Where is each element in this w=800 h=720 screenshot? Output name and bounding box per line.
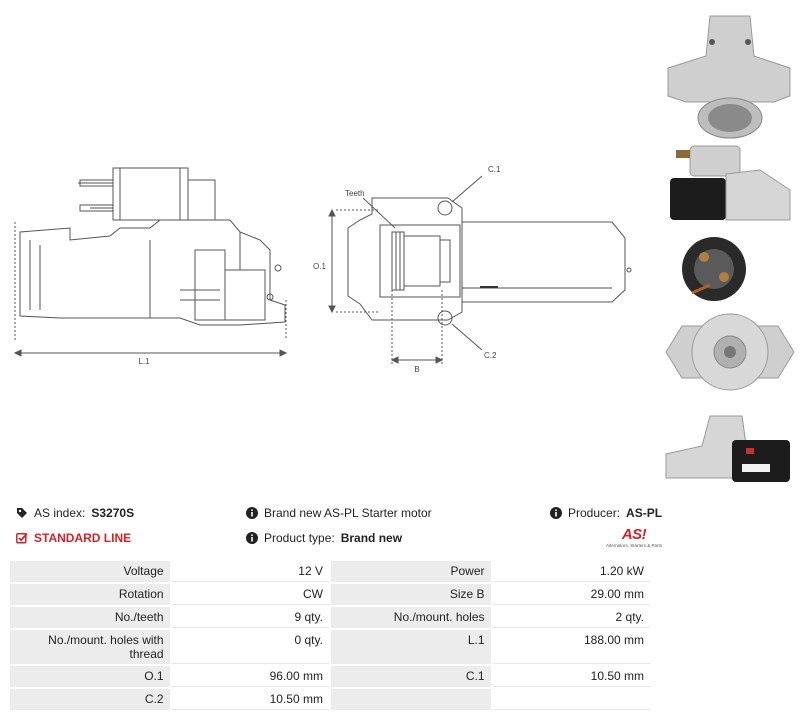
description-text: Brand new AS-PL Starter motor xyxy=(264,506,432,520)
spec-value xyxy=(492,689,650,710)
label-c1: C.1 xyxy=(488,165,501,174)
product-photo-rear[interactable] xyxy=(662,306,798,398)
product-photos xyxy=(660,0,800,495)
technical-drawing: L.1 xyxy=(13,165,632,374)
spec-value: 1.20 kW xyxy=(492,561,650,582)
product-photo-terminal[interactable] xyxy=(662,233,798,305)
tag-icon xyxy=(16,507,28,519)
as-index: AS index: S3270S xyxy=(16,506,134,520)
standard-line: STANDARD LINE xyxy=(16,531,131,545)
spec-label: Power xyxy=(330,561,491,582)
producer-label: Producer: xyxy=(568,506,621,520)
label-c2: C.2 xyxy=(484,351,497,360)
label-l1: L.1 xyxy=(138,357,150,366)
product-photo-angle[interactable] xyxy=(662,408,798,488)
product-type-value: Brand new xyxy=(340,531,403,545)
product-description: Brand new AS-PL Starter motor xyxy=(246,506,432,520)
producer: Producer: AS-PL xyxy=(550,506,662,520)
spec-value: 10.50 mm xyxy=(171,689,329,710)
spec-value: 2 qty. xyxy=(492,607,650,628)
spec-value: CW xyxy=(171,584,329,605)
spec-label: No./mount. holes with thread xyxy=(10,630,170,664)
spec-value: 12 V xyxy=(171,561,329,582)
info-icon xyxy=(550,507,562,519)
spec-value: 0 qty. xyxy=(171,630,329,664)
spec-label: C.1 xyxy=(330,666,491,687)
spec-value: 10.50 mm xyxy=(492,666,650,687)
product-photo-front[interactable] xyxy=(662,6,798,140)
spec-value: 29.00 mm xyxy=(492,584,650,605)
product-photo-side[interactable] xyxy=(662,140,798,230)
line-text: STANDARD LINE xyxy=(34,531,132,545)
info-icon xyxy=(246,532,258,544)
spec-value: 96.00 mm xyxy=(171,666,329,687)
side-view-drawing xyxy=(13,167,288,357)
info-icon xyxy=(246,507,258,519)
label-o1: O.1 xyxy=(313,262,326,271)
spec-value: 188.00 mm xyxy=(492,630,650,664)
product-type-label: Product type: xyxy=(264,531,335,545)
front-view-drawing xyxy=(328,175,632,365)
as-index-value: S3270S xyxy=(91,506,135,520)
spec-label: C.2 xyxy=(10,689,170,710)
label-b: B xyxy=(414,365,419,374)
spec-label: Size B xyxy=(330,584,491,605)
spec-label: Rotation xyxy=(10,584,170,605)
spec-label: O.1 xyxy=(10,666,170,687)
spec-label xyxy=(330,689,491,710)
as-index-label: AS index: xyxy=(34,506,86,520)
spec-label: No./teeth xyxy=(10,607,170,628)
spec-label: L.1 xyxy=(330,630,491,664)
producer-value: AS-PL xyxy=(626,506,663,520)
spec-label: Voltage xyxy=(10,561,170,582)
label-teeth: Teeth xyxy=(345,189,365,198)
spec-label: No./mount. holes xyxy=(330,607,491,628)
logo-mark: ! xyxy=(641,526,647,543)
spec-value: 9 qty. xyxy=(171,607,329,628)
logo-text: AS xyxy=(621,526,642,543)
product-info: AS index: S3270S Brand new AS-PL Starter… xyxy=(16,503,662,555)
product-type: Product type: Brand new xyxy=(246,531,402,545)
logo-tagline: Alternators, Starters & Parts xyxy=(605,543,663,548)
check-square-icon xyxy=(16,532,28,544)
as-pl-logo: AS! Alternators, Starters & Parts xyxy=(598,527,670,555)
